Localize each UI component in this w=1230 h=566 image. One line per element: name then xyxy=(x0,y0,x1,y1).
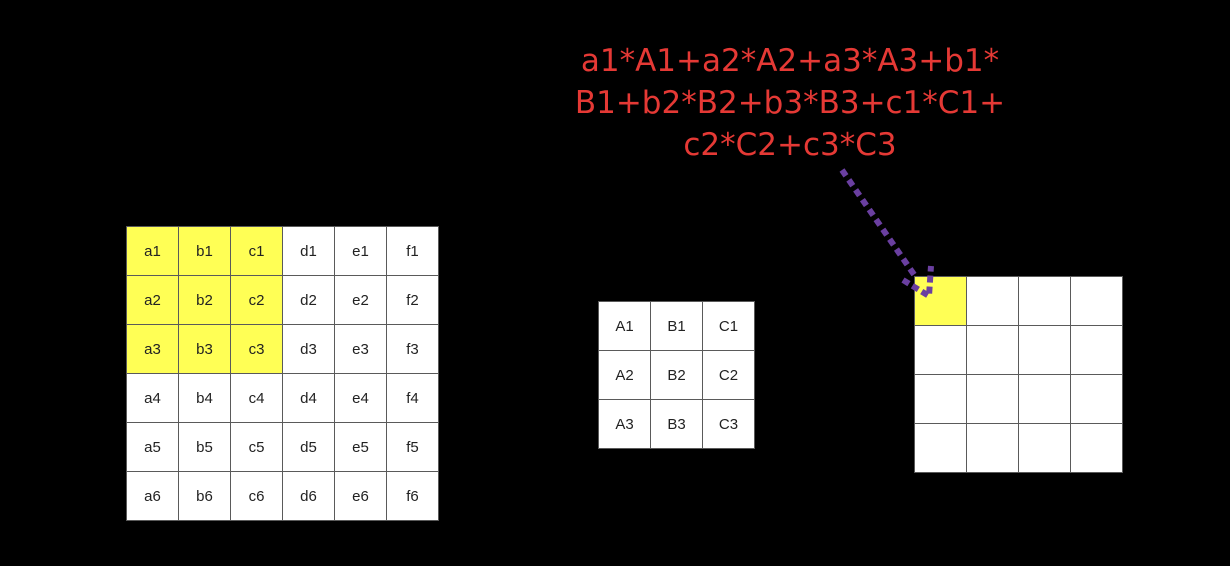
convolution-formula: a1*A1+a2*A2+a3*A3+b1* B1+b2*B2+b3*B3+c1*… xyxy=(540,40,1040,166)
input-cell: f5 xyxy=(386,422,439,472)
input-cell: c1 xyxy=(230,226,283,276)
arrow-shaft xyxy=(839,168,918,278)
formula-line-1: a1*A1+a2*A2+a3*A3+b1* xyxy=(580,43,1000,79)
kernel-cell: C1 xyxy=(702,301,755,351)
output-row xyxy=(914,276,1123,326)
formula-line-2: B1+b2*B2+b3*B3+c1*C1+ xyxy=(574,85,1006,121)
input-cell: f6 xyxy=(386,471,439,521)
input-cell: d2 xyxy=(282,275,335,325)
output-row xyxy=(914,374,1123,424)
input-cell: d4 xyxy=(282,373,335,423)
kernel-cell: A3 xyxy=(598,399,651,449)
output-cell xyxy=(966,325,1019,375)
kernel-cell: B3 xyxy=(650,399,703,449)
input-cell: e4 xyxy=(334,373,387,423)
output-cell xyxy=(1070,374,1123,424)
input-cell: c6 xyxy=(230,471,283,521)
formula-line-3: c2*C2+c3*C3 xyxy=(683,127,897,163)
input-cell: c2 xyxy=(230,275,283,325)
input-cell: d3 xyxy=(282,324,335,374)
output-row xyxy=(914,325,1123,375)
kernel-cell: C3 xyxy=(702,399,755,449)
input-cell: b6 xyxy=(178,471,231,521)
arrow-head xyxy=(901,265,934,302)
input-cell: d5 xyxy=(282,422,335,472)
input-cell: d6 xyxy=(282,471,335,521)
output-cell xyxy=(914,374,967,424)
output-cell xyxy=(966,423,1019,473)
output-matrix xyxy=(914,276,1123,473)
kernel-cell: B2 xyxy=(650,350,703,400)
kernel-cell: B1 xyxy=(650,301,703,351)
output-cell xyxy=(1070,423,1123,473)
input-cell: d1 xyxy=(282,226,335,276)
input-cell: a6 xyxy=(126,471,179,521)
input-cell: a2 xyxy=(126,275,179,325)
input-cell: b4 xyxy=(178,373,231,423)
input-cell: b3 xyxy=(178,324,231,374)
input-cell: a3 xyxy=(126,324,179,374)
input-cell: b2 xyxy=(178,275,231,325)
kernel-cell: A1 xyxy=(598,301,651,351)
input-cell: a1 xyxy=(126,226,179,276)
input-cell: a5 xyxy=(126,422,179,472)
output-row xyxy=(914,423,1123,473)
input-cell: f2 xyxy=(386,275,439,325)
input-cell: c4 xyxy=(230,373,283,423)
input-cell: f1 xyxy=(386,226,439,276)
input-cell: e5 xyxy=(334,422,387,472)
output-cell xyxy=(1018,423,1071,473)
input-cell: e2 xyxy=(334,275,387,325)
input-cell: e3 xyxy=(334,324,387,374)
output-cell xyxy=(914,423,967,473)
